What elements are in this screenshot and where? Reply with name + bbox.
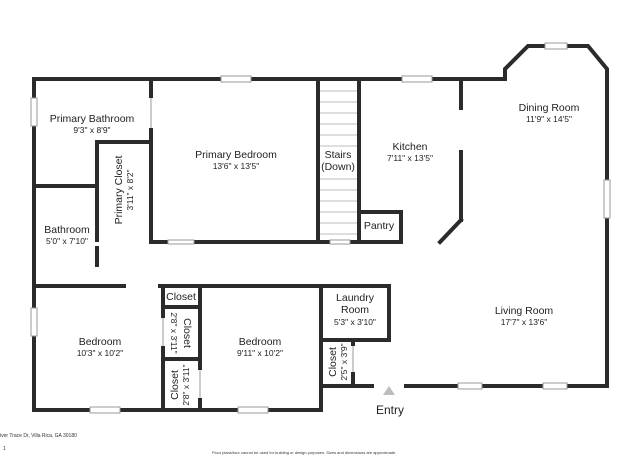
svg-text:Closet: Closet: [169, 370, 181, 400]
svg-text:17'7" x 13'6": 17'7" x 13'6": [501, 317, 548, 327]
svg-text:Closet: Closet: [166, 291, 196, 303]
svg-text:2'8" x 3'11": 2'8" x 3'11": [181, 364, 191, 405]
entry-label: Entry: [376, 403, 404, 417]
svg-text:Room: Room: [341, 304, 369, 316]
room-primary-closet: Primary Closet 3'11" x 8'2": [113, 156, 135, 225]
svg-text:Stairs: Stairs: [325, 149, 352, 161]
svg-text:Primary Bathroom: Primary Bathroom: [50, 113, 135, 125]
svg-text:2'5" x 3'9": 2'5" x 3'9": [339, 343, 349, 380]
svg-text:Pantry: Pantry: [364, 220, 395, 232]
room-pantry: Pantry: [364, 220, 395, 232]
svg-text:Laundry: Laundry: [336, 292, 375, 304]
stairs: [320, 90, 357, 235]
entry-arrow-icon: [383, 386, 395, 395]
svg-text:Bathroom: Bathroom: [44, 224, 90, 236]
room-closet-laundry: Closet 2'5" x 3'9": [327, 343, 349, 380]
svg-text:13'6" x 13'5": 13'6" x 13'5": [213, 161, 260, 171]
svg-text:Kitchen: Kitchen: [392, 141, 427, 153]
svg-text:Closet: Closet: [181, 318, 193, 348]
room-closet-hall: Closet: [166, 291, 196, 303]
room-kitchen: Kitchen 7'11" x 13'5": [387, 141, 433, 163]
svg-text:5'3" x 3'10": 5'3" x 3'10": [334, 317, 376, 327]
svg-text:3'11" x 8'2": 3'11" x 8'2": [125, 169, 135, 210]
room-laundry: Laundry Room 5'3" x 3'10": [334, 292, 376, 327]
svg-text:Bedroom: Bedroom: [239, 336, 282, 348]
svg-text:Primary Bedroom: Primary Bedroom: [195, 149, 277, 161]
svg-text:7'11" x 13'5": 7'11" x 13'5": [387, 153, 433, 163]
room-bedroom-left: Bedroom 10'3" x 10'2": [77, 336, 124, 358]
svg-text:9'3" x 8'9": 9'3" x 8'9": [73, 125, 110, 135]
room-closet-mid: Closet 2'8" x 3'11": [169, 312, 193, 353]
room-stairs: Stairs (Down): [320, 149, 357, 177]
windows: [30, 42, 611, 414]
svg-text:5'0" x 7'10": 5'0" x 7'10": [46, 236, 88, 246]
room-primary-bedroom: Primary Bedroom 13'6" x 13'5": [195, 149, 277, 171]
room-dining-room: Dining Room 11'9" x 14'5": [519, 102, 580, 124]
room-living-room: Living Room 17'7" x 13'6": [495, 305, 554, 327]
door-lines: [150, 98, 354, 398]
footer-disclaimer: Floor plans/tour cannot be used for buil…: [212, 450, 397, 455]
svg-text:2'8" x 3'11": 2'8" x 3'11": [169, 312, 179, 353]
svg-text:Bedroom: Bedroom: [79, 336, 122, 348]
footer-address: iver Trace Dr, Villa Rica, GA 30180: [0, 433, 77, 439]
room-bedroom-right: Bedroom 9'11" x 10'2": [237, 336, 283, 358]
svg-text:Primary Closet: Primary Closet: [113, 156, 125, 225]
svg-text:(Down): (Down): [321, 161, 355, 173]
room-primary-bathroom: Primary Bathroom 9'3" x 8'9": [50, 113, 135, 135]
walls: [32, 44, 609, 412]
svg-text:9'11" x 10'2": 9'11" x 10'2": [237, 348, 283, 358]
svg-text:Living Room: Living Room: [495, 305, 554, 317]
svg-text:Dining Room: Dining Room: [519, 102, 580, 114]
room-closet-low: Closet 2'8" x 3'11": [169, 364, 191, 405]
svg-text:Closet: Closet: [327, 347, 339, 377]
footer-page-number: 1: [3, 446, 6, 452]
room-bathroom: Bathroom 5'0" x 7'10": [44, 224, 90, 246]
svg-text:10'3" x 10'2": 10'3" x 10'2": [77, 348, 124, 358]
svg-text:11'9" x 14'5": 11'9" x 14'5": [526, 114, 572, 124]
